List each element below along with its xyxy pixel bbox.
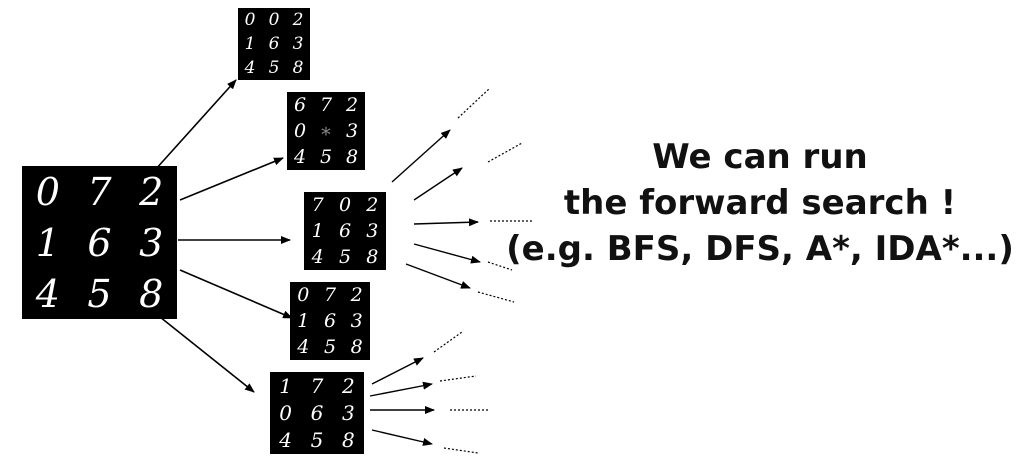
- tile-cell: 5: [87, 271, 112, 316]
- arrow-mid-3: [413, 218, 479, 227]
- tile-cell: 4: [297, 335, 310, 358]
- arrow-root-to-up: [154, 79, 237, 171]
- tile-cell: 1: [35, 220, 60, 265]
- tile-cell: 7: [323, 283, 337, 306]
- tile-cell: 6: [338, 219, 352, 242]
- tile-cell: 2: [292, 9, 304, 30]
- tile-cell: 3: [139, 220, 164, 265]
- tile-cell: 4: [279, 428, 293, 453]
- arrow-mid-4: [413, 243, 481, 264]
- tile-grid-mid: 7 0 2 1 6 3 4 5 8: [304, 192, 386, 270]
- arrow-mid-5: [405, 263, 471, 289]
- tile-cell: 4: [311, 245, 324, 268]
- dots-down-4: [443, 447, 479, 454]
- tile-cell: 0: [293, 119, 307, 142]
- tile-grid-up: 0 0 2 1 6 3 4 5 8: [238, 8, 310, 80]
- arrow-mid-1: [391, 129, 451, 183]
- dots-mid-2: [487, 142, 523, 163]
- tile-cell: 2: [341, 373, 355, 398]
- arrow-down-2: [369, 381, 433, 397]
- tile-cell: 4: [293, 145, 307, 168]
- arrow-root-to-down: [144, 304, 255, 393]
- puzzle-tile-root: 0 7 2 1 6 3 4 5 8: [22, 166, 177, 319]
- tile-cell: 7: [310, 373, 324, 398]
- tile-cell: 8: [345, 145, 359, 168]
- tile-cell: 0: [244, 9, 256, 30]
- dots-down-1: [433, 331, 463, 353]
- tile-cell: 7: [319, 93, 333, 116]
- tile-cell: 4: [244, 57, 256, 78]
- tile-cell: ∗: [319, 119, 333, 142]
- tile-cell: 5: [268, 57, 280, 78]
- tile-cell: 7: [87, 169, 112, 214]
- tile-cell: 6: [87, 220, 112, 265]
- tile-cell: 8: [366, 245, 379, 268]
- tile-cell: 2: [366, 193, 379, 216]
- tile-cell: 2: [345, 93, 359, 116]
- tile-cell: 0: [297, 283, 310, 306]
- puzzle-tile-child-middle: 7 0 2 1 6 3 4 5 8: [304, 192, 386, 270]
- arrow-root-to-same: [179, 269, 293, 319]
- tile-cell: 6: [310, 400, 324, 425]
- tile-cell: 5: [323, 335, 337, 358]
- dots-mid-4: [487, 261, 513, 271]
- puzzle-tile-child-down: 1 7 2 0 6 3 4 5 8: [270, 372, 364, 454]
- puzzle-tile-child-up: 0 0 2 1 6 3 4 5 8: [238, 8, 310, 80]
- tile-cell: 1: [244, 33, 256, 54]
- caption-line-1: We can run: [652, 137, 868, 177]
- dots-down-2: [439, 375, 477, 382]
- tile-cell: 2: [139, 169, 164, 214]
- caption-line-3: (e.g. BFS, DFS, A*, IDA*...): [506, 229, 1014, 269]
- tile-cell: 6: [323, 309, 337, 332]
- tile-grid-left: 6 7 2 0 ∗ 3 4 5 8: [287, 92, 365, 170]
- tile-cell: 1: [311, 219, 324, 242]
- tile-grid-same: 0 7 2 1 6 3 4 5 8: [290, 282, 370, 360]
- puzzle-tile-child-left: 6 7 2 0 ∗ 3 4 5 8: [287, 92, 365, 170]
- tile-cell: 3: [292, 33, 304, 54]
- caption-line-2: the forward search !: [563, 183, 957, 223]
- tile-cell: 1: [279, 373, 293, 398]
- tile-cell: 3: [345, 119, 359, 142]
- tile-cell: 0: [35, 169, 60, 214]
- dots-mid-1: [457, 87, 491, 119]
- tile-cell: 5: [319, 145, 333, 168]
- arrow-down-1: [371, 357, 424, 385]
- arrow-down-4: [371, 429, 433, 446]
- tile-cell: 4: [35, 271, 60, 316]
- tile-cell: 8: [139, 271, 164, 316]
- tile-cell: 3: [341, 400, 355, 425]
- tile-cell: 3: [350, 309, 363, 332]
- tile-cell: 0: [268, 9, 280, 30]
- arrow-mid-2: [413, 167, 463, 201]
- tile-cell: 8: [341, 428, 355, 453]
- tile-cell: 6: [293, 93, 307, 116]
- tile-cell: 8: [292, 57, 304, 78]
- tile-cell: 0: [279, 400, 293, 425]
- tile-cell: 0: [338, 193, 352, 216]
- tile-grid-down: 1 7 2 0 6 3 4 5 8: [270, 372, 364, 454]
- tile-cell: 2: [350, 283, 363, 306]
- tile-cell: 1: [297, 309, 310, 332]
- caption-block: We can run the forward search ! (e.g. BF…: [500, 134, 1020, 272]
- arrow-root-to-left: [179, 157, 284, 201]
- tile-cell: 8: [350, 335, 363, 358]
- tile-cell: 6: [268, 33, 280, 54]
- puzzle-tile-child-same: 0 7 2 1 6 3 4 5 8: [290, 282, 370, 360]
- tile-cell: 5: [338, 245, 352, 268]
- dots-mid-5: [477, 291, 515, 303]
- tile-cell: 3: [366, 219, 379, 242]
- tile-grid-root: 0 7 2 1 6 3 4 5 8: [22, 166, 177, 319]
- tile-cell: 5: [310, 428, 324, 453]
- tile-cell: 7: [311, 193, 324, 216]
